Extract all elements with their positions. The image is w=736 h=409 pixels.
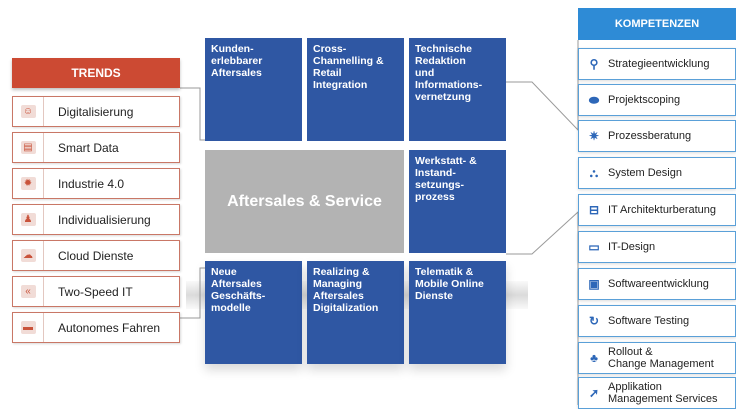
trend-label: Industrie 4.0 <box>58 176 125 191</box>
car-icon: ▬ <box>20 321 36 334</box>
komp-label: Software Testing <box>608 315 690 327</box>
data-screen-icon: ▤ <box>20 141 36 154</box>
code-screen-icon: ▣ <box>588 277 600 291</box>
komp-rollout-change: ♣ Rollout & Change Management <box>578 342 736 374</box>
trend-item-cloud: ☁ Cloud Dienste <box>12 240 180 271</box>
komp-projektscoping: ⬬ Projektscoping <box>578 84 736 116</box>
komp-label: Applikation Management Services <box>608 381 718 405</box>
komp-strategieentwicklung: ⚲ Strategieentwicklung <box>578 48 736 80</box>
komp-label: Rollout & Change Management <box>608 346 714 370</box>
trend-item-autonomes-fahren: ▬ Autonomes Fahren <box>12 312 180 343</box>
trend-item-industrie: ✹ Industrie 4.0 <box>12 168 180 199</box>
gears-icon: ✷ <box>588 129 600 143</box>
tile-technische-redaktion: Technische Redaktion und Informations- v… <box>409 38 506 141</box>
trend-label: Individualisierung <box>58 212 151 227</box>
trend-label: Smart Data <box>58 140 119 155</box>
komp-prozessberatung: ✷ Prozessberatung <box>578 120 736 152</box>
tile-kundenerlebbarer-aftersales: Kunden- erlebbarer Aftersales <box>205 38 302 141</box>
tile-telematik: Telematik & Mobile Online Dienste <box>409 261 506 364</box>
kompetenzen-header: KOMPETENZEN <box>578 8 736 40</box>
komp-label: Strategieentwicklung <box>608 58 710 70</box>
team-icon: ♣ <box>590 351 598 365</box>
trends-header: TRENDS <box>12 58 180 88</box>
komp-software-testing: ↻ Software Testing <box>578 305 736 337</box>
cycle-icon: ↻ <box>588 314 600 328</box>
trend-item-two-speed: « Two-Speed IT <box>12 276 180 307</box>
rocket-icon: ➚ <box>588 386 600 400</box>
trend-label: Two-Speed IT <box>58 284 133 299</box>
architecture-icon: ⊟ <box>588 203 600 217</box>
network-icon: ⛬ <box>589 166 599 180</box>
person-icon: ♟ <box>20 213 36 226</box>
cloud-icon: ☁ <box>20 249 36 262</box>
monitor-icon: ▭ <box>588 240 600 254</box>
komp-label: Projektscoping <box>608 94 681 106</box>
center-aftersales-service: Aftersales & Service <box>205 150 404 253</box>
tile-neue-geschaeftsmodelle: Neue Aftersales Geschäfts- modelle <box>205 261 302 364</box>
komp-applikation-management: ➚ Applikation Management Services <box>578 377 736 409</box>
komp-label: Prozessberatung <box>608 130 692 142</box>
komp-softwareentwicklung: ▣ Softwareentwicklung <box>578 268 736 300</box>
speed-icon: « <box>20 285 36 298</box>
trend-label: Cloud Dienste <box>58 248 134 263</box>
trend-item-digitalisierung: ☺ Digitalisierung <box>12 96 180 127</box>
trend-label: Autonomes Fahren <box>58 320 161 335</box>
tile-aftersales-digitalization: Realizing & Managing Aftersales Digitali… <box>307 261 404 364</box>
trend-label: Digitalisierung <box>58 104 134 119</box>
trend-item-smart-data: ▤ Smart Data <box>12 132 180 163</box>
trend-item-individualisierung: ♟ Individualisierung <box>12 204 180 235</box>
komp-it-design: ▭ IT-Design <box>578 231 736 263</box>
tile-werkstatt-prozess: Werkstatt- & Instand- setzungs- prozess <box>409 150 506 253</box>
komp-label: Softwareentwicklung <box>608 278 709 290</box>
handshake-icon: ⬬ <box>588 93 600 107</box>
komp-label: IT-Design <box>608 241 656 253</box>
tile-cross-channelling: Cross- Channelling & Retail Integration <box>307 38 404 141</box>
people-icon: ☺ <box>20 105 36 118</box>
location-pin-icon: ⚲ <box>589 57 599 71</box>
komp-label: IT Architekturberatung <box>608 204 717 216</box>
komp-it-architekturberatung: ⊟ IT Architekturberatung <box>578 194 736 226</box>
komp-label: System Design <box>608 167 682 179</box>
gear-icon: ✹ <box>20 177 36 190</box>
komp-system-design: ⛬ System Design <box>578 157 736 189</box>
